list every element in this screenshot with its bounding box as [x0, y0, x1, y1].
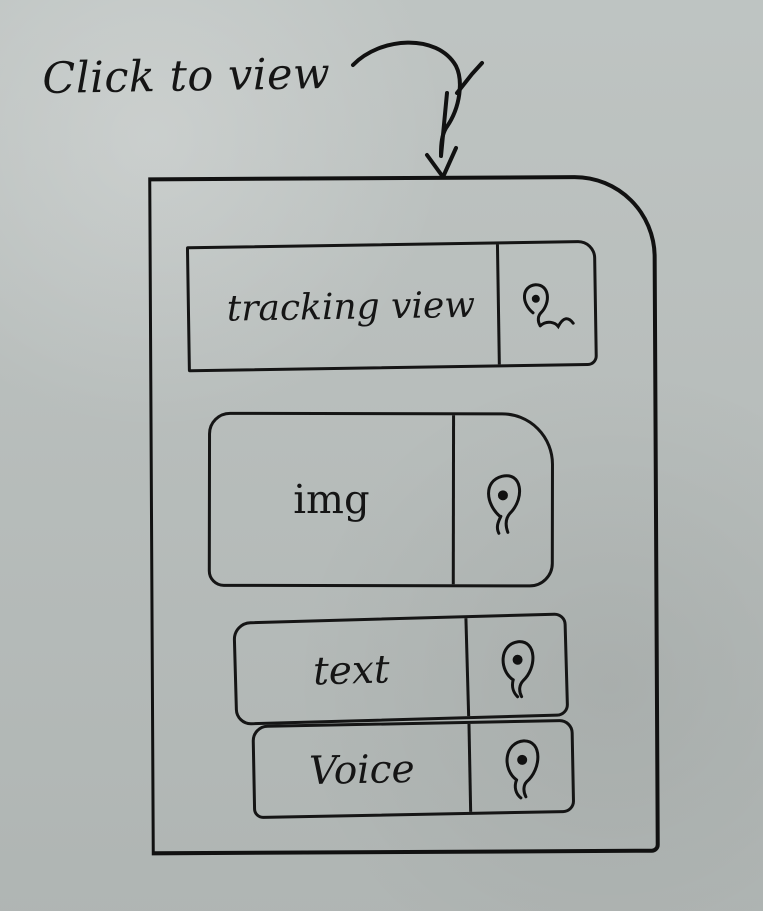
location-pin-icon — [523, 283, 575, 330]
voice-location-action[interactable] — [467, 721, 573, 812]
tracking-view-card[interactable]: tracking view — [185, 239, 598, 373]
image-label: img — [293, 476, 370, 523]
mobile-screen-frame: tracking view img text — [148, 174, 660, 856]
image-location-action[interactable] — [451, 415, 552, 585]
voice-label: Voice — [308, 746, 415, 794]
text-card[interactable]: text — [232, 612, 570, 726]
location-pin-icon — [501, 639, 535, 698]
text-location-action[interactable] — [464, 615, 567, 717]
voice-card[interactable]: Voice — [251, 718, 576, 820]
click-to-view-annotation: Click to view — [42, 48, 331, 104]
tracking-view-label: tracking view — [226, 284, 476, 330]
image-card[interactable]: img — [207, 411, 555, 588]
location-pin-icon — [505, 739, 540, 800]
location-pin-icon — [487, 473, 522, 535]
curved-arrow-icon — [351, 40, 484, 179]
tracking-location-action[interactable] — [495, 242, 595, 365]
text-label: text — [312, 646, 391, 694]
